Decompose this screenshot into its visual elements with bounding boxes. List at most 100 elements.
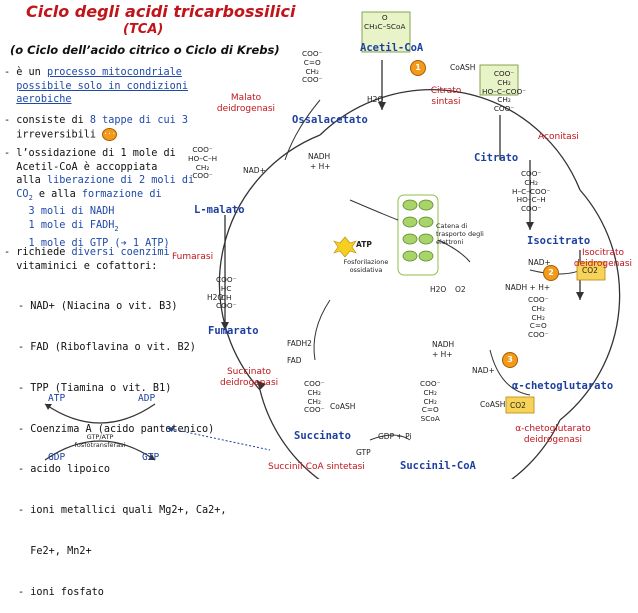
cofactor-nadh-3: NADH	[432, 340, 455, 349]
bullet-3-co2: CO	[16, 188, 29, 200]
cofactor-nad-1: NAD+	[243, 166, 266, 175]
label-isocitrate: Isocitrato	[527, 235, 591, 247]
cycle-diagram	[218, 11, 621, 479]
malate-dh-cofactor	[284, 99, 321, 161]
bullet-1-line3: aerobiche	[16, 94, 72, 106]
step-badge-1[interactable]: 1	[410, 60, 426, 76]
cofactor-nadh-1: NADH	[308, 152, 331, 161]
gtp-atp-diagram	[44, 403, 156, 461]
step-badge-3[interactable]: 3	[502, 352, 518, 368]
co2-box-2	[505, 396, 535, 414]
etc-to-water-arrow	[437, 239, 471, 263]
cofactor-co2-2: CO2	[510, 401, 526, 410]
cofactor-gtp: GTP	[356, 448, 371, 457]
cofactor-h2o-2: H2O	[207, 293, 224, 302]
label-acetyl-coa: Acetil-CoA	[360, 42, 424, 54]
page-title: Ciclo degli acidi tricarbossilici	[26, 2, 296, 21]
enzyme-aconitase: Aconitasi	[538, 132, 579, 142]
arrowhead-icon	[576, 292, 584, 300]
list-item: Fe2+, Mn2+	[18, 545, 92, 557]
cofactor-nad-2: NAD+	[528, 258, 551, 267]
cycle-arc-top	[319, 89, 581, 191]
cofactor-co2-1: CO2	[582, 266, 598, 275]
list-item: - Coenzima A (acido pantotenico)	[18, 423, 215, 435]
bullet-4-blue: diversi coenzimi	[71, 247, 170, 258]
succinate-dh-cofactor	[313, 299, 331, 361]
etc-coil	[397, 194, 439, 276]
cofactor-nad-3: NAD+	[472, 366, 495, 375]
bullet-3-fadh2: 1 mole di FADH	[28, 220, 115, 231]
bullet-4-prefix: - richiede	[4, 247, 72, 258]
title-abbr: (TCA)	[123, 22, 164, 37]
list-item: - TPP (Tiamina o vit. B1)	[18, 382, 172, 394]
bullet-1: - è un processo mitocondriale possibile …	[4, 66, 188, 107]
arrowhead-icon	[526, 222, 534, 230]
list-item: - acido lipoico	[18, 464, 111, 476]
cofactor-nadh-2: NADH + H+	[505, 283, 551, 292]
enzyme-isocitrate-dh: Isocitrato deidrogenasi	[573, 248, 633, 269]
etc-o2: O2	[455, 285, 466, 294]
list-item: - FAD (Riboflavina o vit. B2)	[18, 341, 196, 353]
arrowhead-icon	[378, 102, 386, 110]
bullet-1-line2: possibile solo in condizioni	[16, 80, 189, 92]
bullet-3-atp: 1 ATP)	[126, 237, 170, 249]
bullet-2-line2: irreversibili	[16, 129, 97, 141]
label-alpha-kg: α-chetoglutarato	[512, 380, 614, 392]
list-item: - NAD+ (Niacina o vit. B3)	[18, 301, 178, 313]
bullet-4: - richiede diversi coenzimi vitaminici e…	[4, 246, 170, 273]
etc-phosphorylation: Fosforilazione ossidativa	[343, 258, 389, 274]
arrow-right-icon: ➔	[120, 237, 127, 249]
bullet-2-prefix: - consiste di	[4, 115, 90, 126]
label-oxaloacetate: Ossalacetato	[292, 114, 368, 126]
enzyme-succinate-dh: Succinato deidrogenasi	[220, 367, 279, 388]
etc-h2o: H2O	[430, 285, 447, 294]
bullet-3-gtp: 1 mole di GTP (	[28, 237, 121, 249]
cofactor-coash-2: CoASH	[480, 400, 506, 409]
label-l-malate: L-malato	[194, 204, 245, 216]
cofactor-h-1: + H+	[310, 162, 331, 171]
cycle-arc-bottom	[259, 389, 561, 479]
cofactor-fadh2: FADH2	[287, 339, 312, 348]
bullet-3-line3-pre: alla	[16, 175, 47, 187]
list-item: - ioni fosfato	[18, 586, 104, 598]
cofactor-gdp-pi: GDP + Pi	[378, 432, 412, 441]
gtp-box-gtp: GTP	[142, 452, 160, 463]
bullet-3-line4-mid: e alla	[32, 188, 82, 200]
cofactor-fad: FAD	[287, 356, 302, 365]
gtp-box-atp: ATP	[48, 393, 66, 404]
label-fumarate: Fumarato	[208, 325, 259, 337]
citrate-box	[479, 64, 519, 96]
enzyme-succinyl-coa-synthetase: Succinil-CoA sintetasi	[268, 462, 365, 472]
cycle-arc-left	[218, 134, 321, 391]
gdp-gtp-arrow	[44, 440, 156, 461]
dotted-link	[166, 427, 271, 451]
cofactor-coash-3: CoASH	[330, 402, 356, 411]
enzyme-akg-dh: α-chetoglutarato deidrogenasi	[515, 424, 591, 445]
bullet-1-prefix: - è un	[4, 67, 47, 78]
page-subtitle: (o Ciclo dell’acido citrico o Ciclo di K…	[10, 43, 280, 57]
gtp-atp-enzyme: GTP/ATP fosfotransferasi	[74, 433, 126, 449]
step-badge-2[interactable]: 2	[543, 265, 559, 281]
cofactor-h-3: + H+	[432, 350, 453, 359]
cofactor-coash-1: CoASH	[450, 63, 476, 72]
co2-box-1	[576, 261, 606, 281]
hint-badge[interactable]: ···	[102, 127, 118, 141]
acetyl-coa-box	[361, 11, 411, 53]
akg-dh-cofactor	[489, 349, 531, 396]
succinyl-coa-cofactor	[369, 434, 411, 441]
bullet-2: - consiste di 8 tappe di cui 3 irreversi…	[4, 114, 188, 142]
nadh-to-etc-arrow	[349, 199, 399, 221]
label-succinate: Succinato	[294, 430, 351, 442]
bullet-2-blue: 8 tappe di cui 3	[89, 115, 189, 126]
arrowhead-icon	[45, 404, 52, 410]
bullet-3-line2: Acetil-CoA è accoppiata	[16, 161, 158, 173]
